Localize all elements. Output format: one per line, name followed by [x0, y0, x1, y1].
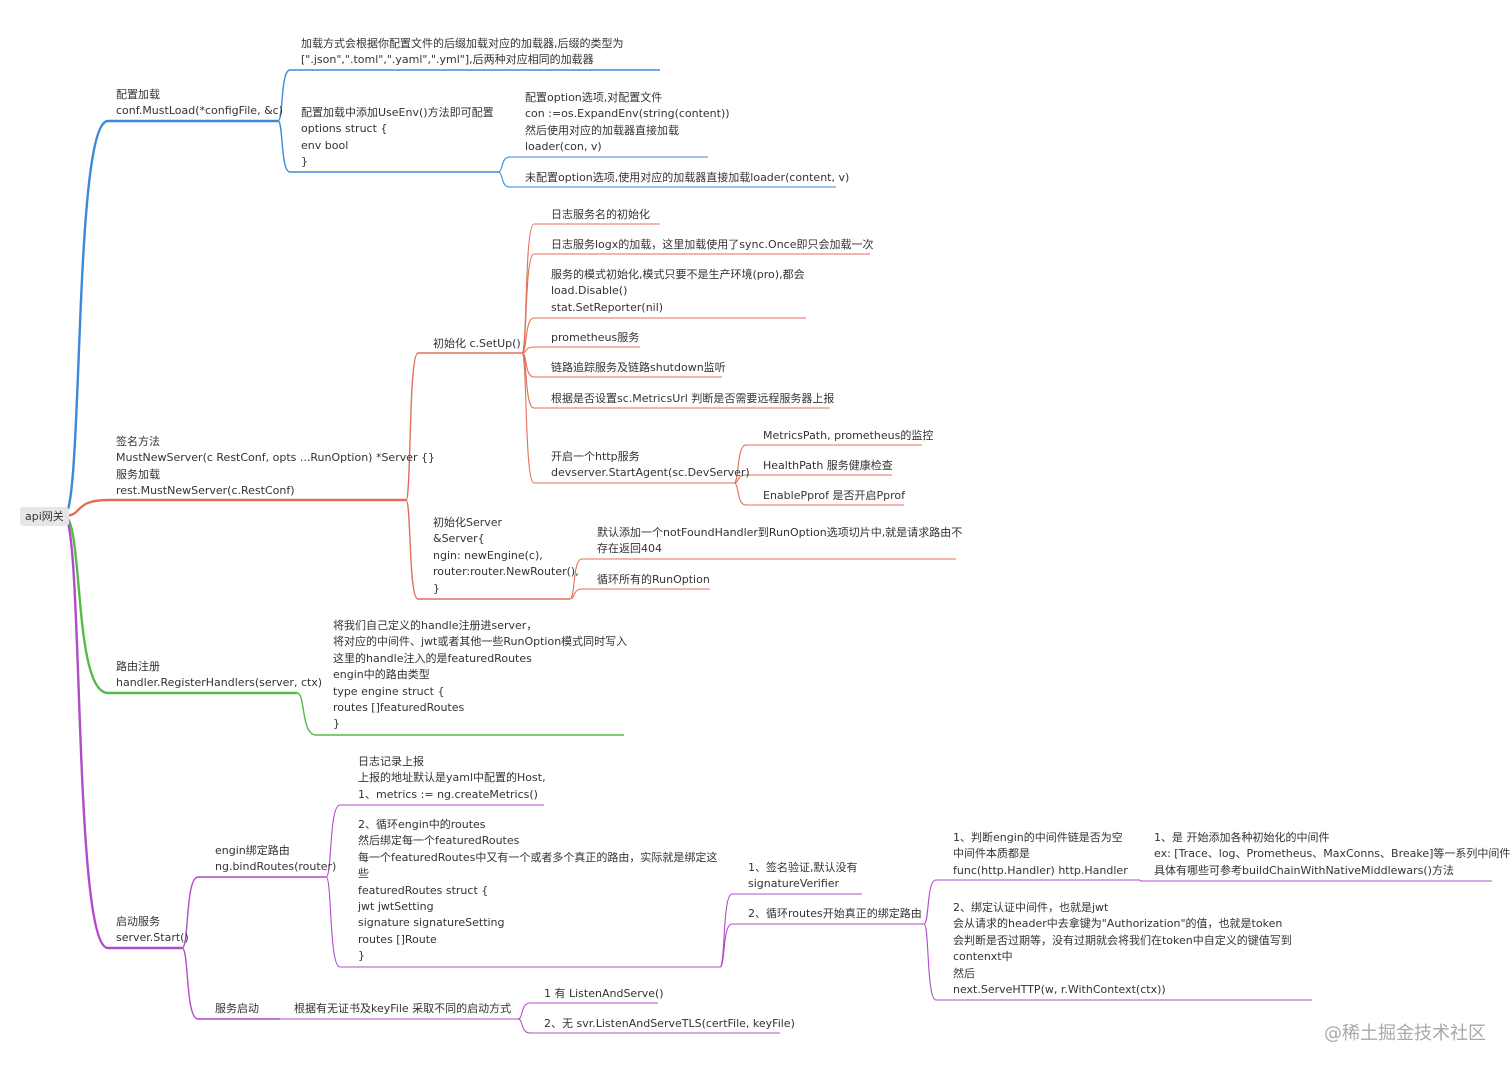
node-jwt-middleware[interactable]: 2、绑定认证中间件，也就是jwt 会从请求的header中去拿键为"Author… [953, 901, 1292, 997]
edge-logx [521, 253, 535, 354]
edge-loop-routes [325, 876, 341, 968]
edge-jwt [923, 923, 937, 1001]
edge-http-service [521, 352, 535, 484]
edge-real-bind [719, 923, 733, 968]
node-notfound-handler[interactable]: 默认添加一个notFoundHandler到RunOption选项切片中,就是请… [597, 526, 963, 556]
edge-listen-serve-tls [517, 1018, 531, 1034]
edge-loop-runoption [569, 588, 583, 600]
edge-server-start [181, 947, 199, 1020]
branch-signature[interactable]: 签名方法 MustNewServer(c RestConf, opts ...R… [116, 435, 436, 498]
node-signature-verify[interactable]: 1、签名验证,默认没有 signatureVerifier [748, 861, 858, 891]
node-listen-serve[interactable]: 1 有 ListenAndServe() [544, 987, 664, 1000]
node-loader-suffix[interactable]: 加载方式会根据你配置文件的后缀加载对应的加载器,后缀的类型为 [".json",… [301, 37, 624, 67]
node-real-bind[interactable]: 2、循环routes开始真正的绑定路由 [748, 907, 922, 920]
node-option-configured[interactable]: 配置option选项,对配置文件 con :=os.ExpandEnv(stri… [525, 91, 730, 154]
edge-metrics-path [733, 444, 747, 484]
node-enable-pprof[interactable]: EnablePprof 是否开启Pprof [763, 489, 905, 502]
node-server-start[interactable]: 服务启动 [215, 1002, 259, 1015]
edge-setup [405, 352, 419, 501]
edge-start-service [62, 514, 109, 950]
node-prometheus[interactable]: prometheus服务 [551, 331, 640, 344]
node-metrics-path[interactable]: MetricsPath, prometheus的监控 [763, 429, 934, 442]
node-start-mode[interactable]: 根据有无证书及keyFile 采取不同的启动方式 [294, 1002, 512, 1015]
edge-bind-routes [181, 876, 199, 949]
edge-middleware-check [923, 879, 937, 925]
root-node[interactable]: api网关 [20, 507, 69, 526]
edge-listen-serve [517, 1002, 531, 1020]
node-init-server[interactable]: 初始化Server &Server{ ngin: newEngine(c), r… [433, 516, 579, 595]
node-log-report[interactable]: 日志记录上报 上报的地址默认是yaml中配置的Host, 1、metrics :… [358, 755, 546, 801]
node-useenv[interactable]: 配置加载中添加UseEnv()方法即可配置 options struct { e… [301, 106, 494, 169]
edge-signature-verify [719, 893, 733, 968]
edge-log-report [325, 804, 341, 878]
node-listen-serve-tls[interactable]: 2、无 svr.ListenAndServeTLS(certFile, keyF… [544, 1017, 795, 1030]
node-middleware-init[interactable]: 1、是 开始添加各种初始化的中间件 ex: [Trace、log、Prometh… [1154, 831, 1511, 877]
edge-config-load [62, 119, 109, 518]
node-register-handle[interactable]: 将我们自己定义的handle注册进server， 将对应的中间件、jwt或者其他… [333, 619, 628, 731]
node-log-name-init[interactable]: 日志服务名的初始化 [551, 208, 650, 221]
node-bind-routes[interactable]: engin绑定路由 ng.bindRoutes(router) [215, 844, 337, 874]
node-health-path[interactable]: HealthPath 服务健康检查 [763, 459, 893, 472]
node-loop-routes[interactable]: 2、循环engin中的routes 然后绑定每一个featuredRoutes … [358, 818, 718, 963]
edge-loader-suffix [277, 69, 291, 122]
node-option-not-configured[interactable]: 未配置option选项,使用对应的加载器直接加载loader(content, … [525, 171, 850, 184]
edge-option-configured [497, 156, 511, 173]
edge-prometheus [521, 346, 535, 354]
branch-route-register[interactable]: 路由注册 handler.RegisterHandlers(server, ct… [116, 660, 323, 690]
node-middleware-check[interactable]: 1、判断engin的中间件链是否为空 中间件本质都是 func(http.Han… [953, 831, 1128, 877]
node-mode-init[interactable]: 服务的模式初始化,模式只要不是生产环境(pro),都会 load.Disable… [551, 268, 805, 314]
node-loop-runoption[interactable]: 循环所有的RunOption [597, 573, 710, 586]
edge-signature [63, 498, 109, 518]
edge-route-register [63, 514, 109, 695]
edge-log-name [521, 223, 535, 354]
branch-config-load[interactable]: 配置加载 conf.MustLoad(*configFile, &c) [116, 88, 283, 118]
edge-mode [521, 317, 535, 354]
edge-register-handle [296, 692, 317, 736]
node-metrics-url[interactable]: 根据是否设置sc.MetricsUrl 判断是否需要远程服务器上报 [551, 392, 835, 405]
edge-option-not-configured [497, 171, 511, 188]
edge-health-path [733, 474, 747, 484]
node-tracing[interactable]: 链路追踪服务及链路shutdown监听 [551, 361, 726, 374]
edge-init-server [405, 499, 419, 600]
branch-start-service[interactable]: 启动服务 server.Start() [116, 915, 189, 945]
edge-pprof [733, 482, 747, 506]
node-setup[interactable]: 初始化 c.SetUp() [433, 337, 521, 350]
node-http-service[interactable]: 开启一个http服务 devserver.StartAgent(sc.DevSe… [551, 450, 750, 480]
edge-notfound [569, 558, 583, 600]
node-logx-load[interactable]: 日志服务logx的加载，这里加载使用了sync.Once即只会加载一次 [551, 238, 874, 251]
edge-useenv [277, 120, 291, 173]
watermark: @稀土掘金技术社区 [1324, 1023, 1486, 1044]
